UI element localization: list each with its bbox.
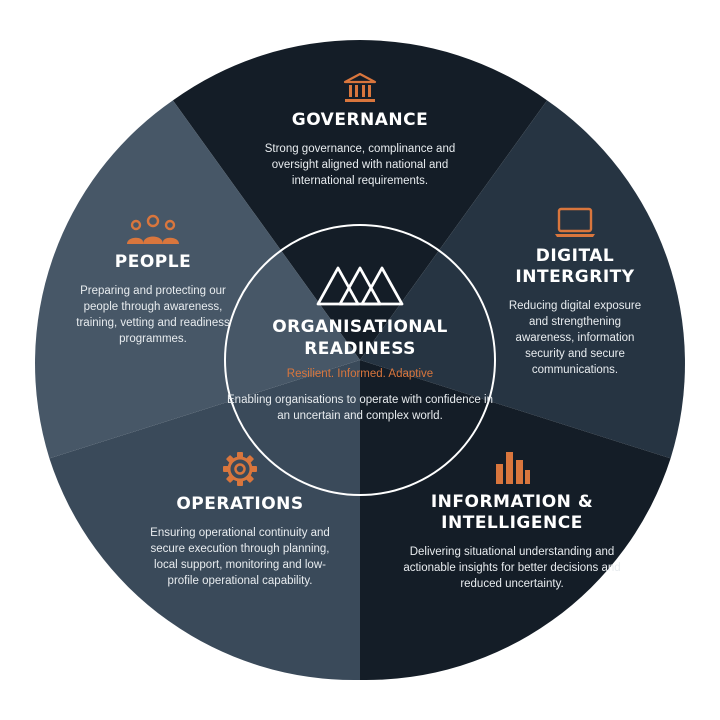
people-block: PEOPLE Preparing and protecting our peop… — [68, 214, 238, 347]
people-title: PEOPLE — [114, 252, 192, 272]
gear-icon — [223, 452, 257, 486]
segment-information-intelligence — [360, 360, 671, 681]
governance-description: Strong governance, complinance and overs… — [264, 143, 456, 187]
center-tagline: Resilient. Informed. Adaptive — [286, 368, 434, 380]
people-description: Preparing and protecting our people thro… — [76, 285, 230, 345]
center-title: ORGANISATIONAL READINESS — [272, 317, 448, 359]
segment-operations — [49, 360, 361, 681]
center-description: Enabling organisations to operate with c… — [227, 394, 493, 422]
center-ring — [224, 224, 496, 496]
information-intelligence-block: INFORMATION & INTELLIGENCE Delivering si… — [392, 450, 632, 592]
bank-icon — [343, 72, 377, 102]
segment-governance — [172, 40, 548, 360]
segment-people — [35, 100, 360, 459]
people-group-icon — [127, 214, 179, 244]
mountain-peaks-icon — [316, 266, 404, 306]
information-intelligence-description: Delivering situational understanding and… — [403, 546, 621, 590]
operations-title: OPERATIONS — [176, 494, 304, 514]
bar-chart-icon — [496, 452, 530, 484]
operations-block: OPERATIONS Ensuring operational continui… — [140, 450, 340, 589]
digital-integrity-description: Reducing digital exposure and strengthen… — [508, 300, 642, 376]
digital-integrity-block: DIGITAL INTERGRITY Reducing digital expo… — [500, 206, 650, 378]
governance-title: GOVERNANCE — [291, 110, 429, 130]
information-intelligence-title: INFORMATION & INTELLIGENCE — [430, 492, 594, 533]
operations-description: Ensuring operational continuity and secu… — [150, 527, 330, 587]
digital-integrity-title: DIGITAL INTERGRITY — [515, 246, 635, 287]
governance-block: GOVERNANCE Strong governance, complinanc… — [250, 72, 470, 189]
segment-digital-integrity — [360, 100, 685, 459]
laptop-icon — [555, 207, 595, 237]
center-block: ORGANISATIONAL READINESS Resilient. Info… — [224, 262, 496, 424]
